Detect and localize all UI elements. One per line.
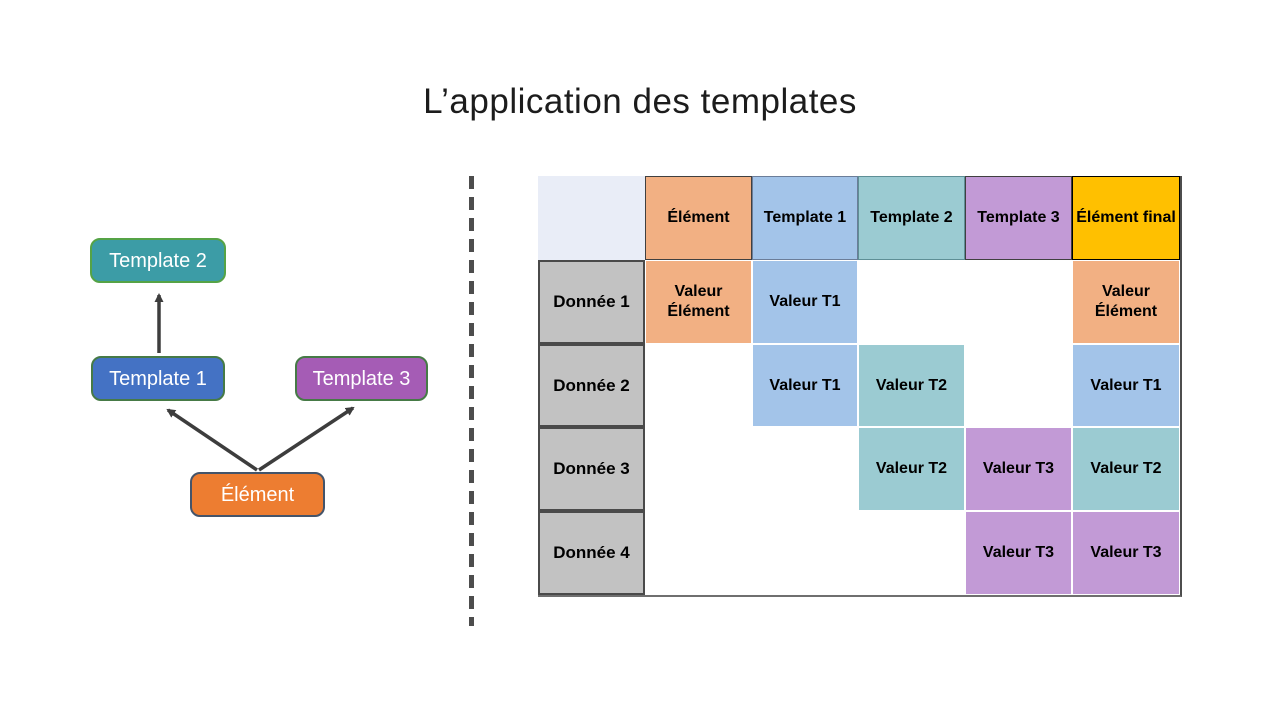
dashed-divider: [469, 176, 474, 626]
table-cell-empty: [645, 427, 752, 511]
diagram-node-template1: Template 1: [91, 356, 225, 401]
table-cell-empty: [965, 260, 1072, 344]
value-cell: Valeur T1: [753, 345, 857, 426]
value-cell: Valeur T2: [859, 428, 964, 510]
templates-table: Élément Template 1 Template 2 Template 3…: [538, 176, 1182, 597]
value-cell: Valeur T2: [1073, 428, 1179, 510]
value-cell: Valeur T1: [1073, 345, 1179, 426]
table-header-template3: Template 3: [965, 176, 1072, 260]
table-header-template2: Template 2: [858, 176, 965, 260]
table-cell: Valeur Élément: [645, 260, 752, 344]
row-label-cell: Donnée 3: [538, 427, 645, 511]
table-header-element: Élément: [645, 176, 752, 260]
value-cell: Valeur Élément: [646, 261, 751, 343]
table-cell-empty: [752, 427, 858, 511]
arrow-element-to-template3: [258, 406, 355, 472]
value-cell: Valeur T2: [859, 345, 964, 426]
diagram-node-template3: Template 3: [295, 356, 428, 401]
row-label-cell: Donnée 1: [538, 260, 645, 344]
table-header-element-final: Élément final: [1072, 176, 1180, 260]
table-cell-empty: [645, 511, 752, 595]
table-cell-empty: [858, 260, 965, 344]
slide-title: L’application des templates: [423, 82, 857, 121]
table-cell-empty: [965, 344, 1072, 427]
table-cell: Valeur T3: [965, 427, 1072, 511]
diagram-node-label: Template 1: [109, 367, 207, 390]
value-cell: Valeur T3: [966, 428, 1071, 510]
table-header-template1: Template 1: [752, 176, 858, 260]
table-cell: Valeur T2: [1072, 427, 1180, 511]
table-corner-cell: [538, 176, 645, 260]
diagram-node-label: Template 3: [312, 367, 411, 390]
value-cell: Valeur T1: [753, 261, 857, 343]
value-cell: Valeur Élément: [1073, 261, 1179, 343]
value-cell: Valeur T3: [966, 512, 1071, 594]
table-cell-empty: [752, 511, 858, 595]
diagram-node-template2: Template 2: [90, 238, 226, 283]
table-cell: Valeur T3: [965, 511, 1072, 595]
value-cell: Valeur T3: [1073, 512, 1179, 594]
arrow-element-to-template1: [166, 408, 258, 472]
row-label-cell: Donnée 4: [538, 511, 645, 595]
table-cell: Valeur T1: [1072, 344, 1180, 427]
diagram-node-element: Élément: [190, 472, 325, 517]
table-cell: Valeur T2: [858, 344, 965, 427]
table-cell: Valeur T1: [752, 344, 858, 427]
diagram-node-label: Élément: [220, 483, 295, 506]
table-cell: Valeur T2: [858, 427, 965, 511]
diagram-node-label: Template 2: [109, 249, 207, 272]
table-cell: Valeur T3: [1072, 511, 1180, 595]
row-label-cell: Donnée 2: [538, 344, 645, 427]
table-cell: Valeur T1: [752, 260, 858, 344]
table-cell-empty: [645, 344, 752, 427]
table-cell: Valeur Élément: [1072, 260, 1180, 344]
table-cell-empty: [858, 511, 965, 595]
